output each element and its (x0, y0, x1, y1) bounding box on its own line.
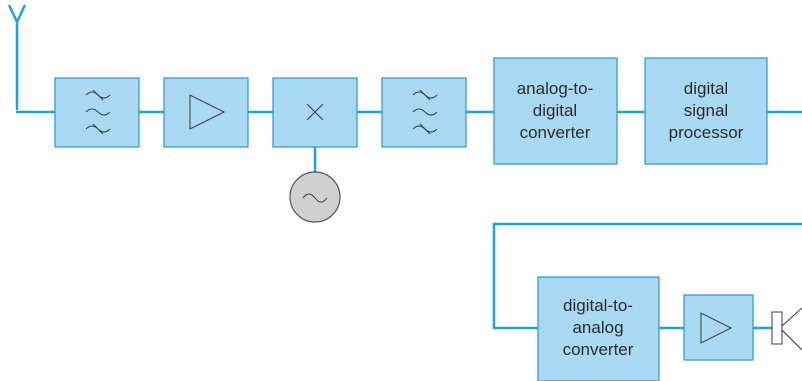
dsp-label-line2: signal (684, 101, 728, 120)
dac-label-line1: digital-to- (563, 296, 633, 315)
top-signal-wires (16, 110, 802, 172)
adc-block: analog-to- digital converter (493, 57, 618, 165)
dsp-block: digital signal processor (644, 57, 768, 165)
filter-block-1 (54, 77, 140, 148)
bottom-signal-wires (492, 222, 802, 330)
amplifier-block-2 (683, 294, 754, 361)
oscillator (289, 171, 341, 223)
adc-label-line3: converter (520, 123, 591, 142)
sine-oscillator-icon (302, 193, 328, 203)
amplifier-triangle-icon (700, 312, 733, 344)
antenna-icon (7, 4, 27, 110)
mixer-x-icon (306, 103, 324, 121)
filter-block-2 (381, 77, 467, 148)
amplifier-block-1 (163, 77, 249, 148)
dac-block: digital-to- analog converter (537, 276, 660, 381)
speaker-icon (771, 307, 802, 351)
bandpass-filter-icon (85, 89, 111, 135)
mixer-block (272, 77, 358, 148)
dac-label-line2: analog (572, 318, 623, 337)
adc-label-line2: digital (533, 101, 577, 120)
dac-label-line3: converter (563, 340, 634, 359)
dsp-label-line3: processor (669, 123, 744, 142)
adc-label-line1: analog-to- (517, 79, 594, 98)
amplifier-triangle-icon (189, 94, 226, 130)
dsp-label-line1: digital (684, 79, 728, 98)
bandpass-filter-icon (412, 89, 438, 135)
